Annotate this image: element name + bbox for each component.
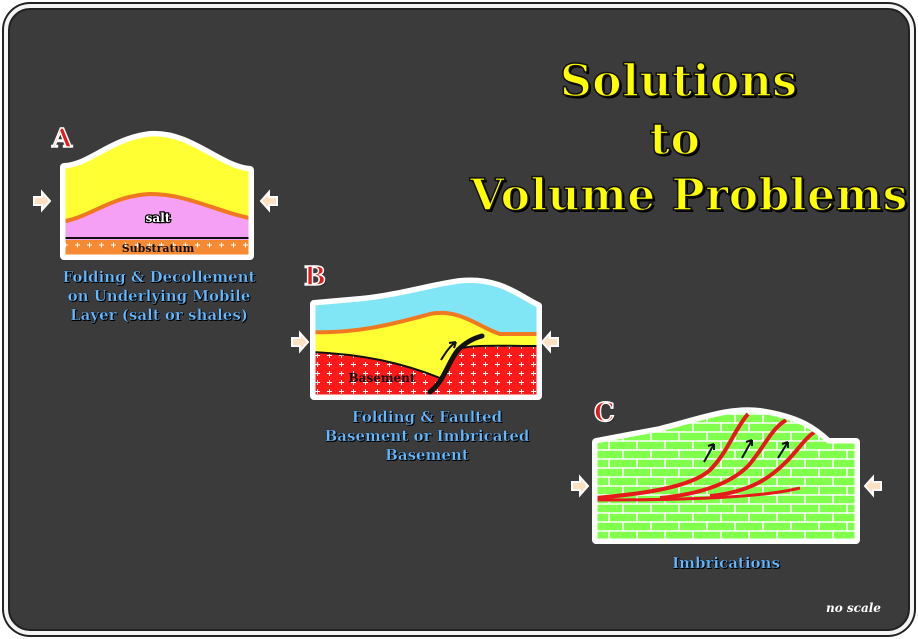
caption-line: Basement — [385, 446, 469, 464]
caption-line: Basement or Imbricated — [324, 427, 530, 445]
fault-movement-arrow-icon — [777, 441, 789, 459]
panel-c-diagram — [592, 407, 860, 544]
label-basement: Basement — [349, 371, 416, 385]
panel-b-caption: Folding & Faulted Basement or Imbricated… — [314, 408, 540, 465]
title-line-1: Solutions — [559, 55, 798, 108]
caption-line: Folding & Faulted — [351, 408, 503, 426]
label-substratum: Substratum — [122, 242, 195, 255]
caption-line: Layer (salt or shales) — [70, 306, 248, 324]
panel-b-letter: B — [303, 261, 326, 293]
panel-c-letter: C — [593, 397, 615, 429]
fault-movement-arrow-icon — [440, 341, 457, 361]
panel-a-diagram — [60, 130, 254, 260]
panel-a-caption: Folding & Decollement on Underlying Mobi… — [56, 268, 262, 325]
panel-b-diagram — [310, 277, 542, 400]
compression-arrow-icon — [259, 189, 278, 213]
panel-c-caption: Imbrications — [626, 554, 826, 573]
scale-note: no scale — [826, 601, 881, 615]
fault-movement-arrow-icon — [741, 439, 753, 459]
compression-arrow-icon — [863, 474, 882, 498]
caption-line: on Underlying Mobile — [67, 287, 251, 305]
compression-arrow-icon — [571, 474, 590, 498]
caption-line: Folding & Decollement — [62, 268, 256, 286]
fault-movement-arrow-icon — [703, 443, 715, 463]
panel-a-letter: A — [51, 123, 73, 155]
compression-arrow-icon — [540, 330, 559, 354]
title-line-3: Volume Problems — [469, 169, 908, 222]
compression-arrow-icon — [291, 330, 310, 354]
title-line-2: to — [649, 113, 701, 166]
compression-arrow-icon — [33, 189, 52, 213]
label-salt: salt — [146, 211, 171, 225]
caption-line: Imbrications — [672, 554, 780, 572]
